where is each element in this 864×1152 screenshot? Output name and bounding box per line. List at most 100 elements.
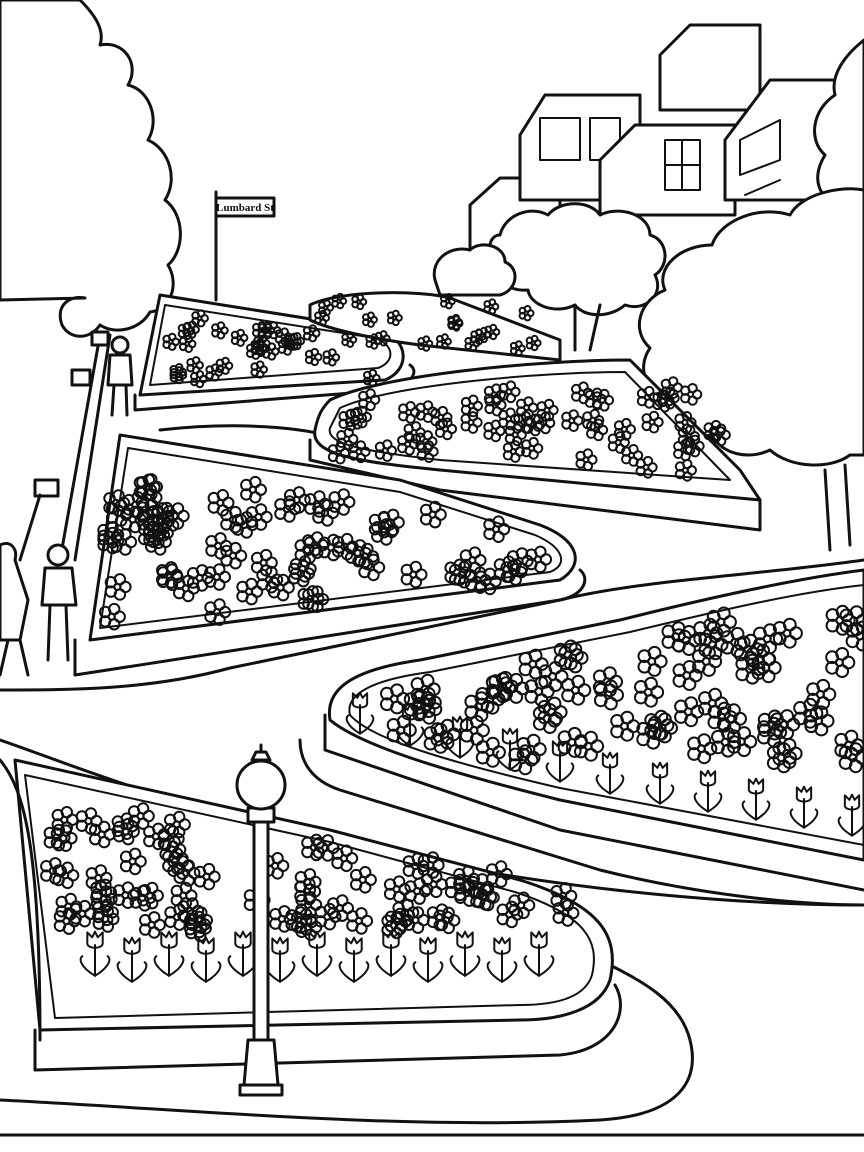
tulip bbox=[693, 769, 723, 813]
flower bbox=[162, 332, 180, 351]
flower bbox=[660, 376, 683, 399]
pedestrian-top bbox=[106, 335, 134, 417]
tulip bbox=[837, 793, 864, 837]
flower bbox=[170, 881, 198, 910]
flower bbox=[348, 440, 371, 464]
tulip bbox=[445, 715, 475, 759]
flower bbox=[43, 823, 71, 852]
flower bbox=[92, 905, 120, 933]
flower bbox=[193, 862, 221, 891]
flower bbox=[288, 559, 315, 588]
flower bbox=[110, 528, 138, 556]
flower bbox=[318, 299, 335, 316]
flower bbox=[40, 857, 67, 885]
flower bbox=[536, 398, 559, 422]
street-sign: Lumbard St bbox=[214, 190, 276, 302]
flower bbox=[460, 394, 483, 418]
flower bbox=[552, 899, 580, 927]
flower bbox=[204, 563, 232, 591]
flower bbox=[804, 705, 835, 737]
flower bbox=[621, 444, 644, 467]
flower bbox=[331, 844, 359, 873]
flower bbox=[250, 548, 278, 577]
flower bbox=[363, 368, 381, 388]
flower bbox=[358, 388, 381, 412]
flower bbox=[53, 907, 81, 935]
flower bbox=[111, 812, 139, 840]
flower bbox=[607, 431, 630, 454]
flower bbox=[220, 505, 248, 534]
flower bbox=[475, 736, 506, 768]
flower bbox=[211, 321, 229, 340]
flower bbox=[538, 661, 569, 692]
flower bbox=[304, 347, 323, 367]
winding-road bbox=[0, 424, 864, 1137]
flower bbox=[703, 419, 726, 443]
flower bbox=[400, 560, 428, 589]
street-sign-plate bbox=[214, 196, 276, 218]
flower bbox=[287, 332, 306, 351]
flower bbox=[215, 356, 234, 375]
tulip bbox=[412, 936, 444, 983]
flower bbox=[186, 356, 204, 375]
tulip bbox=[345, 691, 375, 735]
street-sign-text: Lumbard St bbox=[216, 202, 274, 214]
flower bbox=[757, 716, 788, 748]
flower bbox=[205, 363, 223, 382]
flower bbox=[350, 866, 377, 894]
flower bbox=[440, 293, 456, 310]
railing bbox=[18, 330, 112, 562]
tulip bbox=[741, 777, 771, 821]
flower bbox=[644, 709, 675, 741]
flower bbox=[561, 409, 584, 432]
flower bbox=[417, 335, 434, 352]
flower bbox=[204, 598, 232, 626]
flower bbox=[672, 660, 703, 691]
flower bbox=[474, 567, 502, 596]
tulip bbox=[545, 739, 575, 783]
flower bbox=[687, 733, 718, 765]
flower bbox=[430, 405, 453, 429]
flower bbox=[525, 334, 542, 352]
flower bbox=[250, 360, 269, 379]
tulip bbox=[486, 936, 518, 983]
flower bbox=[502, 440, 525, 463]
flower bbox=[207, 489, 235, 517]
flower bbox=[426, 903, 454, 931]
flower bbox=[735, 653, 766, 685]
flower bbox=[267, 573, 295, 602]
flower bbox=[182, 320, 200, 339]
flower bbox=[464, 335, 481, 352]
flower bbox=[610, 710, 641, 742]
flower bbox=[485, 672, 516, 704]
flower bbox=[593, 679, 624, 711]
flower bbox=[537, 696, 568, 728]
tulip bbox=[495, 727, 525, 771]
flower bbox=[496, 900, 524, 929]
flower bbox=[85, 864, 113, 892]
flower bbox=[574, 730, 605, 762]
flower bbox=[133, 473, 161, 502]
flower bbox=[138, 520, 165, 549]
flower bbox=[806, 678, 837, 710]
flower bbox=[483, 298, 500, 315]
flower bbox=[99, 602, 126, 631]
tulip bbox=[301, 930, 333, 977]
tulip bbox=[79, 930, 111, 977]
flower bbox=[129, 884, 157, 912]
flower bbox=[302, 585, 330, 613]
flower bbox=[205, 532, 233, 560]
flower bbox=[351, 293, 368, 311]
flower bbox=[575, 448, 598, 472]
flower bbox=[508, 891, 536, 920]
flower bbox=[498, 380, 521, 404]
flower bbox=[112, 881, 140, 909]
flower bbox=[362, 311, 378, 328]
flower bbox=[483, 515, 511, 543]
flower bbox=[285, 906, 313, 934]
flower bbox=[386, 714, 417, 746]
flower bbox=[294, 536, 322, 564]
lamp-post bbox=[235, 743, 287, 1097]
flower bbox=[404, 877, 432, 905]
